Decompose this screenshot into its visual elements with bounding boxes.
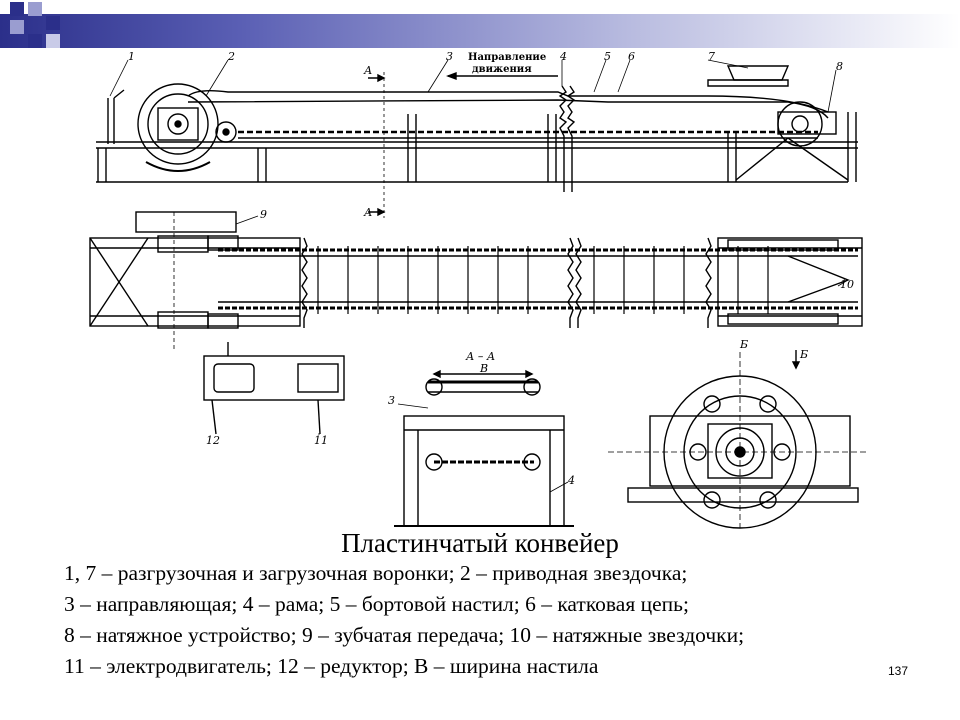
width-b-label: В — [479, 362, 488, 375]
callout-10: 10 — [840, 278, 854, 291]
deco-square — [28, 2, 42, 16]
callout-7: 7 — [708, 52, 715, 63]
direction-label-line2: движения — [472, 64, 532, 75]
callout-4-section: 4 — [567, 474, 575, 487]
callout-12: 12 — [206, 434, 220, 447]
legend-line: 3 – направляющая; 4 – рама; 5 – бортовой… — [64, 592, 689, 616]
callout-6: 6 — [628, 52, 635, 63]
callout-3: 3 — [446, 52, 453, 63]
legend-line: 11 – электродвигатель; 12 – редуктор; В … — [64, 654, 599, 678]
section-b-label: Б — [739, 338, 748, 351]
direction-label-line1: Направление — [468, 52, 546, 63]
legend: 1, 7 – разгрузочная и загрузочная воронк… — [64, 558, 944, 682]
callout-2: 2 — [227, 52, 235, 63]
callout-5: 5 — [604, 52, 611, 63]
callout-8: 8 — [836, 60, 843, 73]
legend-line: 1, 7 – разгрузочная и загрузочная воронк… — [64, 561, 688, 585]
page-number: 137 — [887, 664, 908, 678]
deco-square — [28, 34, 42, 48]
conveyor-drawing: Направление движения 1 2 3 4 5 6 7 8 9 1… — [89, 52, 868, 529]
callout-11: 11 — [314, 434, 328, 447]
slide-title: Пластинчатый конвейер — [341, 528, 619, 558]
callout-1: 1 — [128, 52, 135, 63]
section-b-arrow-label: Б — [799, 348, 808, 361]
deco-square — [10, 20, 24, 34]
deco-square — [46, 16, 60, 30]
section-a-marker-bottom: А — [363, 206, 372, 219]
callout-4: 4 — [559, 52, 567, 63]
legend-line: 8 – натяжное устройство; 9 – зубчатая пе… — [64, 623, 745, 647]
section-aa-label: А – А — [465, 350, 495, 363]
deco-square — [46, 34, 60, 48]
section-a-marker-top: А — [363, 64, 372, 77]
deco-square — [10, 2, 24, 16]
callout-9: 9 — [260, 208, 267, 221]
callout-3-section: 3 — [388, 394, 395, 407]
header-bar — [0, 14, 960, 48]
